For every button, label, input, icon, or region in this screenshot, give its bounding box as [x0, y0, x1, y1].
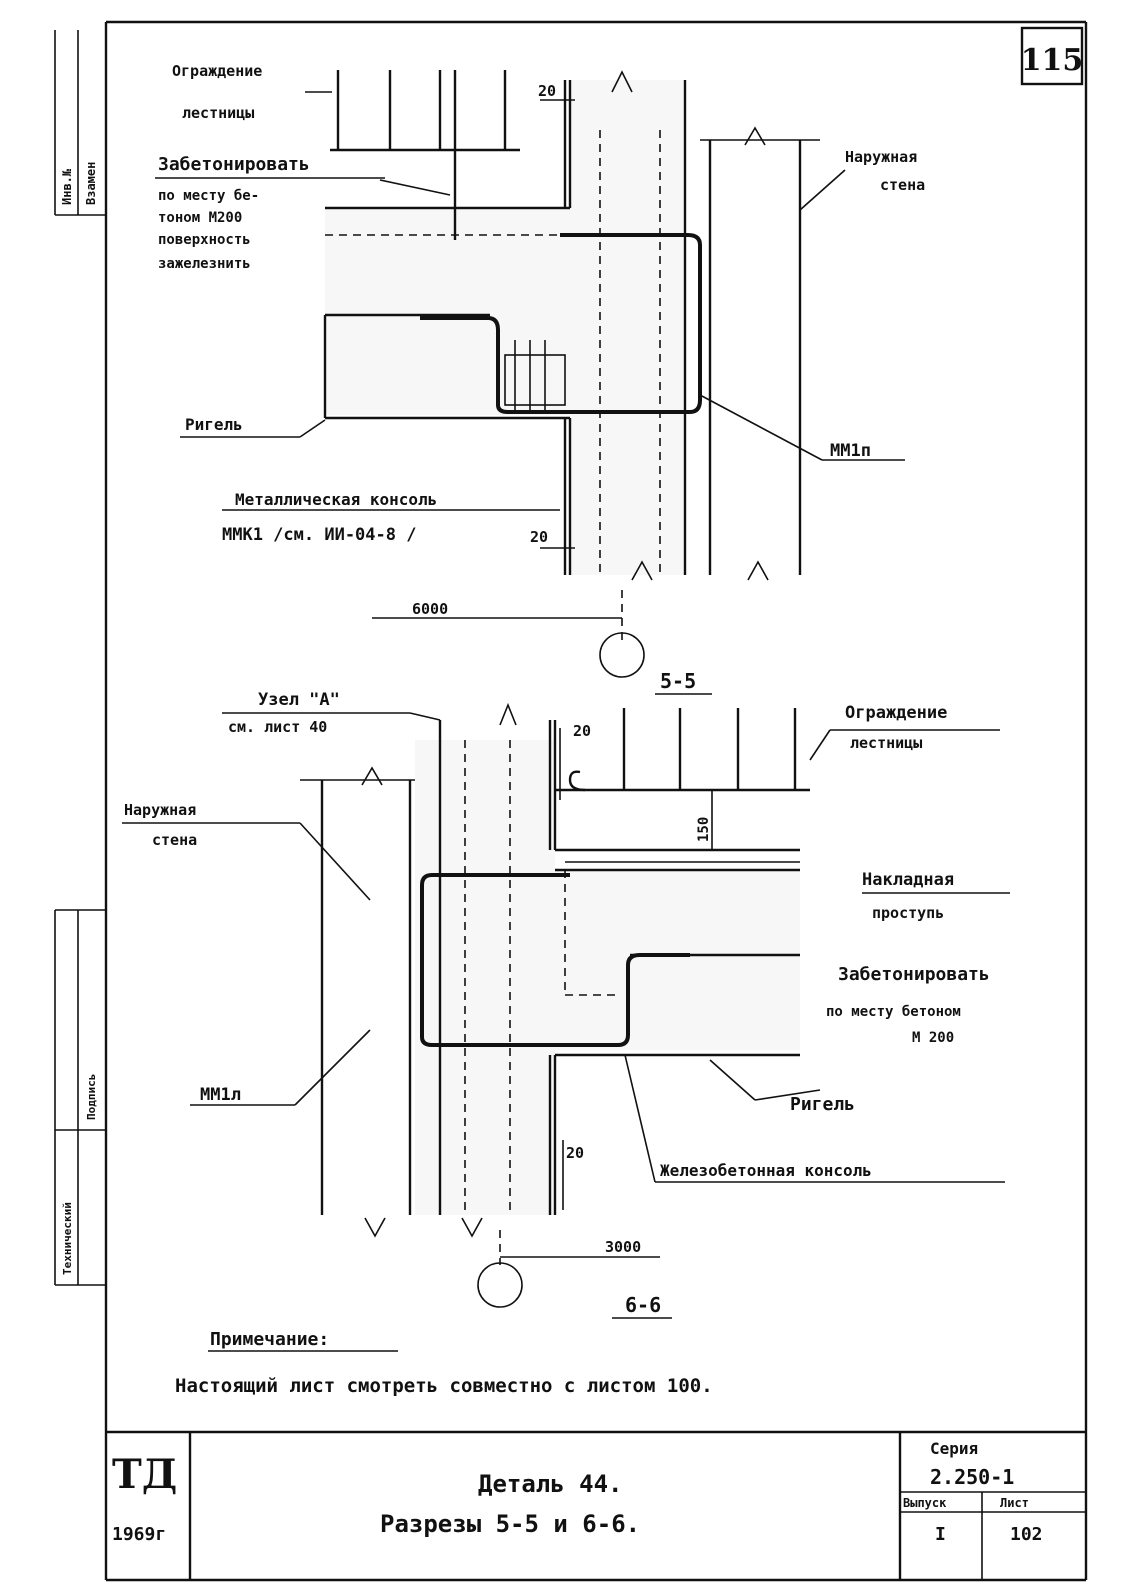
series-value: 2.250-1: [930, 1465, 1014, 1489]
section-6-6-drawing: [122, 702, 1010, 1308]
dim-20-bottom-a: 20: [573, 722, 591, 740]
label-console-top-2: ММК1 /см. ИИ-04-8 /: [222, 525, 416, 545]
label-concrete-top-2: по месту бе-: [158, 188, 259, 204]
label-concrete-top-1: Забетонировать: [158, 154, 310, 175]
label-railing-bottom-1: Ограждение: [845, 703, 947, 723]
note-title: Примечание:: [210, 1329, 329, 1350]
label-railing-top-2: лестницы: [182, 104, 254, 122]
section-5-5-drawing: [180, 70, 905, 678]
dim-150: 150: [696, 817, 712, 842]
issue-label: Выпуск: [903, 1496, 947, 1510]
dim-6000: 6000: [412, 600, 448, 618]
label-concrete-bottom-1: Забетонировать: [838, 964, 990, 985]
label-outer-wall-top-1: Наружная: [845, 148, 917, 166]
dim-3000: 3000: [605, 1238, 641, 1256]
label-railing-bottom-2: лестницы: [850, 734, 922, 752]
section-title-6-6: 6-6: [625, 1293, 661, 1317]
issue-value: I: [935, 1524, 946, 1545]
title-sub: Разрезы 5-5 и 6-6.: [380, 1510, 640, 1538]
label-outer-wall-bottom-2: стена: [152, 831, 197, 849]
label-mm1l: ММ1л: [200, 1085, 241, 1105]
label-overlay-2: проступь: [872, 904, 944, 922]
label-outer-wall-bottom-1: Наружная: [124, 801, 196, 819]
section-title-5-5: 5-5: [660, 669, 696, 693]
margin-podpis: Подпись: [85, 1074, 98, 1120]
stamp-td: ТД: [112, 1451, 177, 1498]
dim-20-top-b: 20: [530, 528, 548, 546]
label-beam-top: Ригель: [185, 415, 243, 434]
title-main: Деталь 44.: [478, 1470, 623, 1498]
label-beam-bottom: Ригель: [790, 1094, 855, 1115]
label-concrete-bottom-3: М 200: [912, 1030, 954, 1046]
margin-tekhn: Технический: [61, 1202, 74, 1275]
label-rc-console: Железобетонная консоль: [660, 1161, 872, 1180]
sheet-frame: [104, 20, 1088, 1582]
title-block: [106, 1430, 1086, 1580]
label-overlay-1: Накладная: [862, 870, 954, 890]
sheet-number: 115: [1021, 43, 1084, 78]
sheet-value: 102: [1010, 1524, 1043, 1545]
label-concrete-top-5: зажелезнить: [158, 256, 251, 272]
sheet-label: Лист: [1000, 1496, 1029, 1510]
label-railing-top-1: Ограждение: [172, 62, 262, 80]
dim-20-bottom-b: 20: [566, 1144, 584, 1162]
dim-20-top-a: 20: [538, 82, 556, 100]
note-text: Настоящий лист смотреть совместно с лист…: [175, 1375, 713, 1397]
label-node-a-2: см. лист 40: [228, 718, 327, 736]
margin-inv-no: Инв.№: [60, 169, 74, 205]
label-node-a-1: Узел "А": [258, 690, 340, 710]
left-margin-strip: [54, 30, 106, 1286]
label-concrete-top-4: поверхность: [158, 232, 251, 248]
label-mm1p: ММ1п: [830, 441, 871, 461]
label-concrete-top-3: тоном М200: [158, 210, 242, 226]
series-label: Серия: [930, 1439, 978, 1458]
label-outer-wall-top-2: стена: [880, 176, 925, 194]
label-concrete-bottom-2: по месту бетоном: [826, 1004, 961, 1020]
label-console-top-1: Металлическая консоль: [235, 490, 437, 509]
stamp-year: 1969г: [112, 1524, 166, 1545]
margin-vzamen: Взамен: [84, 162, 98, 205]
